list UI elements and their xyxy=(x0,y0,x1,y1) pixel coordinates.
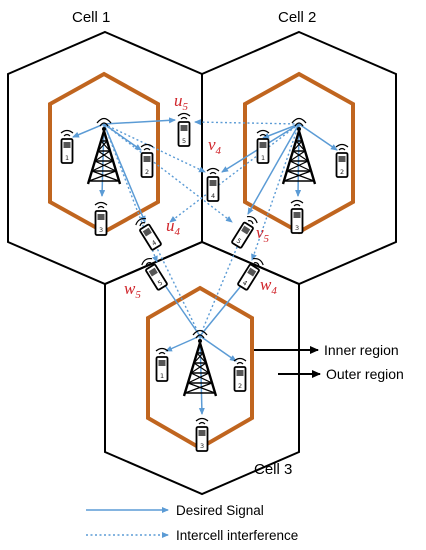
cell-2-device-2: 2 xyxy=(335,143,349,178)
edge-device-u5: 5 xyxy=(177,112,191,147)
user-label-w4: w4 xyxy=(260,275,277,297)
edge-device-w5: 5 xyxy=(139,255,169,292)
user-label-v4: v4 xyxy=(208,135,222,157)
user-label-v5: v5 xyxy=(256,223,270,245)
cell-1-label: Cell 1 xyxy=(72,9,110,26)
cell-3-device-3: 3 xyxy=(195,417,209,452)
edge-device-u4: 4 xyxy=(133,215,163,252)
user-label-u4: u4 xyxy=(166,216,181,238)
svg-text:3: 3 xyxy=(99,226,103,234)
svg-text:1: 1 xyxy=(65,154,69,162)
user-label-w5: w5 xyxy=(124,279,141,301)
edge-device-w4: 4 xyxy=(236,255,266,292)
cell-2-device-1: 1 xyxy=(256,129,270,164)
cell-1-device-1: 1 xyxy=(60,129,74,164)
svg-text:4: 4 xyxy=(150,239,158,248)
svg-text:3: 3 xyxy=(200,442,204,450)
cell-3-hexagon xyxy=(104,240,300,496)
cell-3-device-2: 2 xyxy=(233,357,247,392)
cell-1-device-3: 3 xyxy=(94,201,108,236)
edge-device-v5: 5 xyxy=(230,213,260,250)
svg-text:4: 4 xyxy=(241,279,249,288)
legend-desired-label: Desired Signal xyxy=(176,503,264,518)
cell-1-device-2: 2 xyxy=(140,143,154,178)
user-label-u5: u5 xyxy=(174,91,189,113)
edge-device-v4: 4 xyxy=(206,167,220,202)
cell-1-hexagon xyxy=(7,30,203,286)
legend: Desired Signal Intercell interference xyxy=(86,503,298,543)
legend-interference-label: Intercell interference xyxy=(176,528,298,543)
cell-2-device-3: 3 xyxy=(290,199,304,234)
svg-text:2: 2 xyxy=(145,168,149,176)
svg-text:5: 5 xyxy=(235,237,243,246)
svg-text:5: 5 xyxy=(182,137,186,145)
svg-text:2: 2 xyxy=(238,382,242,390)
inner-region-label: Inner region xyxy=(324,342,399,358)
svg-text:3: 3 xyxy=(295,224,299,232)
svg-text:4: 4 xyxy=(211,192,215,200)
svg-text:2: 2 xyxy=(340,168,344,176)
svg-text:1: 1 xyxy=(261,154,265,162)
cell-2-label: Cell 2 xyxy=(278,9,316,26)
svg-text:1: 1 xyxy=(160,372,164,380)
cell-3-label: Cell 3 xyxy=(254,461,292,478)
cell-3-device-1: 1 xyxy=(155,347,169,382)
outer-region-label: Outer region xyxy=(326,366,404,382)
svg-text:5: 5 xyxy=(156,279,164,288)
